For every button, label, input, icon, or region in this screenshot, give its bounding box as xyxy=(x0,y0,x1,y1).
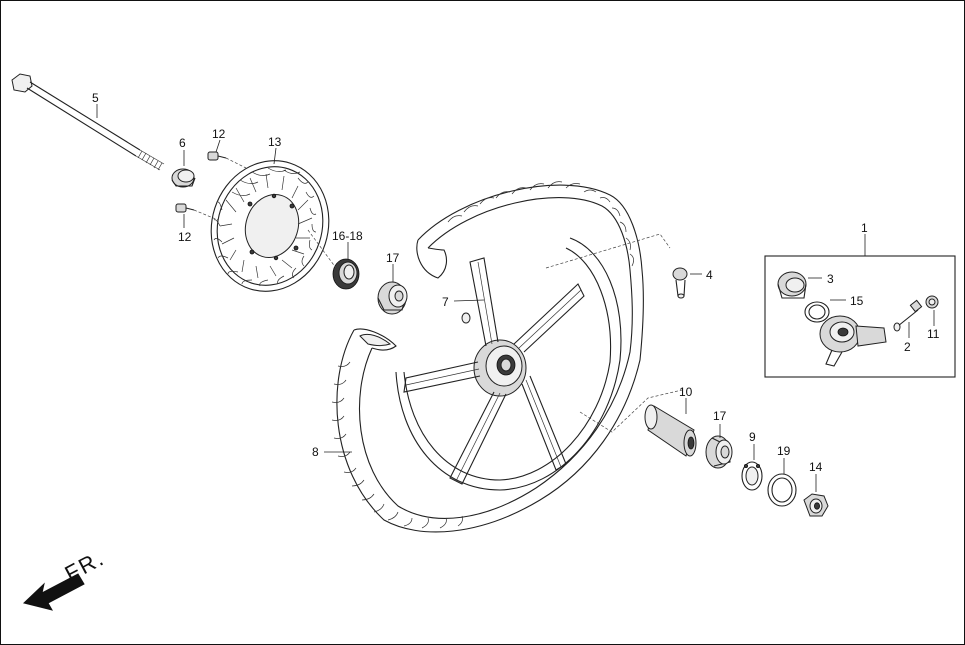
bearing-left xyxy=(377,281,408,315)
callout-4: 4 xyxy=(706,268,713,282)
front-direction-arrow: FR. xyxy=(22,545,109,611)
speedometer-pinion xyxy=(893,299,923,332)
axle-bolt xyxy=(11,73,165,171)
callout-15: 15 xyxy=(850,294,864,308)
callout-2: 2 xyxy=(904,340,911,354)
callout-8: 8 xyxy=(312,445,319,459)
callout-5: 5 xyxy=(92,91,99,105)
callout-16-18: 16-18 xyxy=(332,229,363,243)
callout-3: 3 xyxy=(827,272,834,286)
callout-19: 19 xyxy=(777,444,791,458)
callout-14: 14 xyxy=(809,460,823,474)
axle-nut xyxy=(803,493,829,517)
callout-17-left: 17 xyxy=(386,251,400,265)
washer xyxy=(767,473,797,507)
callout-12-lower: 12 xyxy=(178,230,192,244)
wheel-rim xyxy=(395,237,622,491)
leader-13 xyxy=(273,147,277,165)
leader-7 xyxy=(453,299,485,302)
bearing-right xyxy=(705,435,733,469)
disc-bolt-lower xyxy=(175,203,219,221)
assembly-line-valve xyxy=(545,233,671,269)
callout-7: 7 xyxy=(442,295,449,309)
callout-10: 10 xyxy=(679,385,693,399)
speedometer-gearbox-body xyxy=(819,315,887,367)
assembly-line-spacer xyxy=(579,389,683,433)
callout-11: 11 xyxy=(927,327,940,341)
callout-17-right: 17 xyxy=(713,409,727,423)
callout-13: 13 xyxy=(268,135,282,149)
gear-retainer xyxy=(777,271,807,299)
callout-1: 1 xyxy=(861,221,868,235)
assembly-line-disc xyxy=(307,229,337,269)
leader-12a xyxy=(215,139,221,153)
air-valve xyxy=(672,267,688,299)
callout-6: 6 xyxy=(179,136,186,150)
tire xyxy=(331,181,644,533)
circlip xyxy=(741,461,763,491)
brake-disc xyxy=(210,160,330,292)
oil-seal xyxy=(332,258,360,290)
speedometer-gear-box xyxy=(764,255,956,378)
callout-12-upper: 12 xyxy=(212,127,226,141)
pinion-seal xyxy=(925,295,939,309)
dust-seal-ring xyxy=(804,301,830,323)
disc-bolt-upper xyxy=(207,151,247,169)
callout-9: 9 xyxy=(749,430,756,444)
collar xyxy=(171,168,196,188)
distance-collar xyxy=(644,404,697,457)
